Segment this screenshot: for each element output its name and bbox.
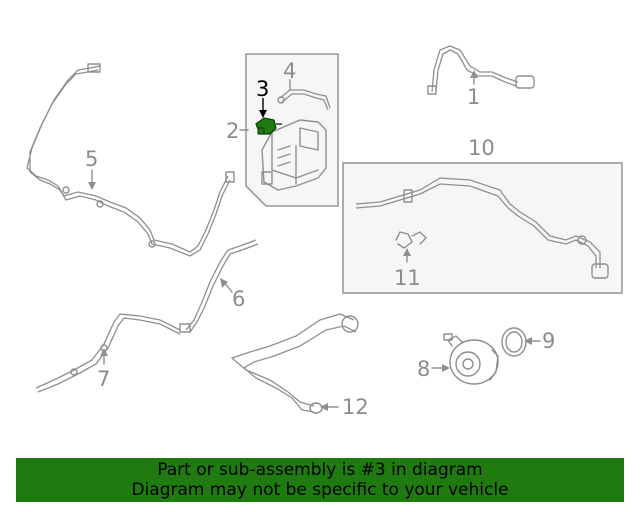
part-7-line (35, 313, 181, 393)
label-12: 12 (342, 395, 369, 419)
part-5-line (26, 63, 235, 257)
part-5-callout: 5 (85, 147, 98, 190)
part-10-pipe (355, 177, 609, 279)
label-11: 11 (394, 266, 421, 290)
part-3-valve (255, 117, 282, 135)
part-7-callout: 7 (97, 348, 110, 391)
banner-line-1: Part or sub-assembly is #3 in diagram (157, 460, 483, 480)
part-2-assembly-box (245, 53, 339, 207)
label-1: 1 (467, 85, 480, 109)
label-6: 6 (232, 287, 245, 311)
part-1-sensor (427, 45, 535, 95)
part-6-line (179, 239, 259, 333)
part-3-callout: 3 (256, 77, 269, 118)
part-9-seal (501, 327, 527, 357)
part-9-callout: 9 (524, 329, 555, 353)
part-11-callout: 11 (394, 248, 421, 290)
label-5: 5 (85, 147, 98, 171)
part-8-pump (443, 333, 499, 385)
label-2: 2 (226, 119, 239, 143)
label-7: 7 (97, 367, 110, 391)
banner-line-2: Diagram may not be specific to your vehi… (131, 480, 509, 500)
part-2-callout: 2 (226, 119, 249, 143)
label-9: 9 (542, 329, 555, 353)
part-2-canister (261, 119, 327, 191)
fitment-note-banner: Part or sub-assembly is #3 in diagram Di… (16, 458, 624, 502)
part-8-callout: 8 (417, 357, 450, 381)
part-10-callout: 10 (468, 136, 495, 160)
label-4: 4 (283, 59, 296, 83)
part-4-hose (277, 89, 331, 111)
part-10-assembly-box (342, 162, 623, 294)
label-8: 8 (417, 357, 430, 381)
part-4-callout: 4 (283, 59, 296, 91)
label-10: 10 (468, 136, 495, 160)
part-6-callout: 6 (220, 278, 245, 311)
part-12-hose (230, 313, 359, 414)
part-12-callout: 12 (320, 395, 369, 419)
label-3: 3 (256, 77, 269, 101)
part-11-clip (395, 231, 427, 249)
part-1-callout: 1 (467, 70, 480, 109)
